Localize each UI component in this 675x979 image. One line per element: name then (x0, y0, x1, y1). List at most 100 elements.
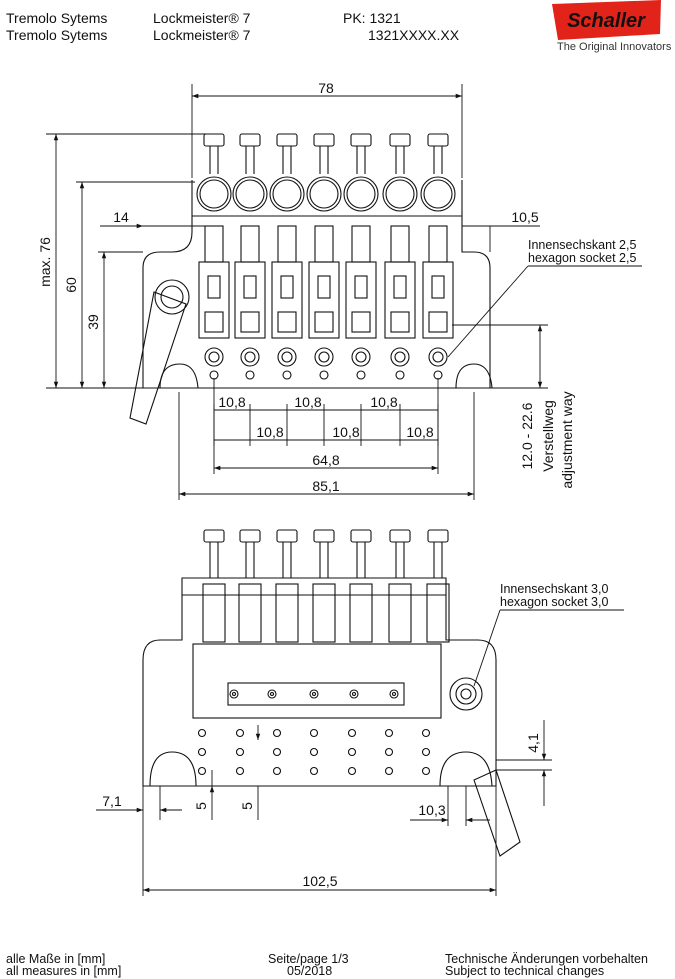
hexagon-socket (390, 347, 410, 367)
brand-tagline: The Original Innovators (557, 41, 672, 53)
footer-notice-en: Subject to technical changes (445, 964, 605, 978)
dim-5-a: 5 (193, 802, 209, 810)
dim-spacing-5: 10,8 (332, 424, 359, 440)
dim-14: 14 (113, 209, 129, 225)
saddle-2 (232, 133, 268, 380)
tremolo-arm (129, 291, 187, 425)
dim-spacing-6: 10,8 (406, 424, 433, 440)
bottom-body-outline (142, 577, 497, 787)
fine-tuner-knob (343, 176, 379, 212)
dim-4-1: 4,1 (525, 733, 541, 753)
arm-socket-bottom (449, 677, 483, 711)
hexagon-socket (277, 347, 297, 367)
string-hole (421, 747, 431, 757)
string-hole (309, 728, 319, 738)
hexagon-socket (351, 347, 371, 367)
fine-tuner-knob (196, 176, 232, 212)
callout-top-en: hexagon socket 2,5 (528, 251, 636, 265)
string-hole (197, 747, 207, 757)
tremolo-arm-bottom (473, 769, 521, 857)
saddle-5 (343, 133, 379, 380)
saddle-3 (269, 133, 305, 380)
bottom-dimensions (96, 609, 624, 896)
dim-7-1: 7,1 (102, 793, 122, 809)
callout-bottom-en: hexagon socket 3,0 (500, 595, 608, 609)
string-hole (309, 747, 319, 757)
logo-text: Schaller (567, 10, 646, 32)
string-hole (421, 728, 431, 738)
callout-top-de: Innensechskant 2,5 (528, 238, 636, 252)
string-hole (384, 747, 394, 757)
bottom-screw-6 (388, 529, 412, 643)
string-hole (272, 747, 282, 757)
header-code-2: 1321XXXX.XX (368, 27, 460, 43)
header-model-1: Lockmeister® 7 (153, 10, 251, 26)
dim-spacing-1: 10,8 (218, 394, 245, 410)
top-dimensions (46, 84, 642, 500)
string-hole (197, 766, 207, 776)
saddle-1 (196, 133, 232, 380)
fine-tuner-knob (232, 176, 268, 212)
fine-tuner-knob (382, 176, 418, 212)
dim-max-76: max. 76 (37, 237, 53, 287)
hexagon-socket (204, 347, 224, 367)
callout-bottom-de: Innensechskant 3,0 (500, 582, 608, 596)
saddle-7 (420, 133, 456, 380)
string-hole (235, 728, 245, 738)
dim-5-b: 5 (239, 802, 255, 810)
dim-10-5: 10,5 (511, 209, 538, 225)
dim-102-5: 102,5 (302, 873, 337, 889)
hexagon-socket (240, 347, 260, 367)
dim-10-3: 10,3 (418, 802, 445, 818)
footer-page: Seite/page 1/3 (268, 952, 349, 966)
right-bottom-notch (439, 751, 493, 787)
bar-hole (389, 689, 399, 699)
dim-spacing-3: 10,8 (370, 394, 397, 410)
string-hole (235, 766, 245, 776)
dim-spacing-2: 10,8 (294, 394, 321, 410)
fine-tuner-knob (306, 176, 342, 212)
header-product-line-1: Tremolo Sytems (6, 10, 108, 26)
footer-units-de: alle Maße in [mm] (6, 952, 106, 966)
dim-39: 39 (85, 314, 101, 330)
fine-tuner-knob (269, 176, 305, 212)
header-code-1: PK: 1321 (343, 10, 401, 26)
bottom-screw-5 (349, 529, 373, 643)
saddle-6 (382, 133, 418, 380)
hexagon-socket (428, 347, 448, 367)
string-hole (384, 728, 394, 738)
dim-adjust-de: Verstellweg (540, 400, 556, 472)
dim-adjust-en: adjustment way (559, 391, 575, 488)
footer-notice-de: Technische Änderungen vorbehalten (445, 952, 648, 966)
bar-hole (229, 689, 239, 699)
mounting-bar (227, 682, 405, 706)
header-model-2: Lockmeister® 7 (153, 27, 251, 43)
string-hole (421, 766, 431, 776)
string-hole (347, 747, 357, 757)
dim-64-8: 64,8 (312, 452, 339, 468)
bar-hole (309, 689, 319, 699)
bottom-screw-3 (275, 529, 299, 643)
string-hole (309, 766, 319, 776)
footer-units-en: all measures in [mm] (6, 964, 122, 978)
left-stud-notch (159, 363, 199, 389)
string-hole (197, 728, 207, 738)
string-hole (235, 747, 245, 757)
top-body-outline (142, 180, 491, 389)
string-hole (272, 766, 282, 776)
base-plate (192, 643, 442, 719)
hexagon-socket (314, 347, 334, 367)
string-hole (347, 766, 357, 776)
string-hole (347, 728, 357, 738)
dim-78: 78 (318, 80, 334, 96)
bar-hole (349, 689, 359, 699)
bottom-screw-4 (312, 529, 336, 643)
bottom-screw-1 (202, 529, 226, 643)
header-product-line-2: Tremolo Sytems (6, 27, 108, 43)
left-bottom-notch (149, 751, 197, 787)
string-hole (384, 766, 394, 776)
right-stud-notch (455, 363, 493, 389)
top-view (129, 133, 493, 425)
dim-spacing-4: 10,8 (256, 424, 283, 440)
